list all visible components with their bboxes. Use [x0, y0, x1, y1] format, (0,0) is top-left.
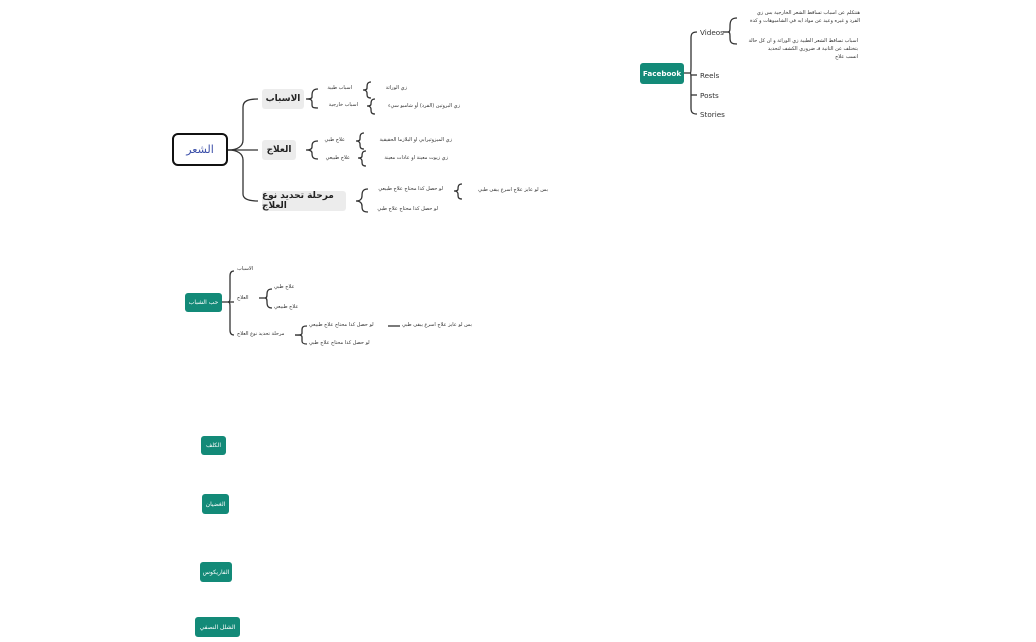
node-hemiplegia[interactable]: الشلل النصفي [195, 617, 240, 637]
label-if-medical: لو حصل كذا محتاج علاج طبي [377, 206, 438, 212]
label-acne-medical: علاج طبي [274, 284, 295, 290]
note-line: انسب علاج [835, 54, 858, 60]
node-treatment[interactable]: العلاج [262, 140, 296, 160]
note-line: اسباب تساقط الشعر الطبية زي الوراثة و ان… [748, 38, 858, 44]
note-external-causes: هنتكلم عن اسباب تساقط الشعر الخارجية بس … [740, 9, 860, 25]
root-node-acne[interactable]: حب الشباب [185, 293, 222, 312]
label-medical-treatment: علاج طبي [324, 137, 345, 143]
root-node-facebook[interactable]: Facebook [640, 63, 684, 84]
node-melasma[interactable]: الكلف [201, 436, 226, 455]
node-label: الاسباب [265, 94, 301, 104]
node-treatment-type[interactable]: مرحلة تحديد نوع العلاج [262, 191, 346, 211]
node-label: الغضيان [205, 500, 226, 508]
node-label: الكلف [205, 442, 221, 449]
branch-posts[interactable]: Posts [700, 91, 719, 100]
label-acne-if-natural: لو حصل كذا محتاج علاج طبيعي [309, 322, 374, 328]
node-varicose[interactable]: الفاريكوس [200, 562, 232, 582]
label-acne-treatment: العلاج [237, 295, 249, 301]
label-acne-treatment-type: مرحلة تحديد نوع العلاج [237, 331, 285, 337]
node-causes[interactable]: الاسباب [262, 89, 304, 109]
note-medical-causes: اسباب تساقط الشعر الطبية زي الوراثة و ان… [740, 37, 858, 61]
label-medical-causes: اسباب طبية [327, 85, 352, 91]
label-acne-if-medical: لو حصل كذا محتاج علاج طبي [309, 340, 370, 346]
root-label: Facebook [642, 69, 682, 78]
node-node2[interactable]: الغضيان [202, 494, 229, 514]
note-line: هنتكلم عن اسباب تساقط الشعر الخارجية بس … [756, 10, 860, 16]
node-label: العلاج [266, 145, 292, 155]
label-natural-treatment: علاج طبيعي [325, 155, 350, 161]
root-node-hair[interactable]: الشعر [172, 133, 228, 166]
label-acne-natural: علاج طبيعي [274, 304, 299, 310]
label-faster-medical: بس لو عايز علاج اسرع يبقى طبي [478, 187, 548, 193]
node-label: الشلل النصفي [199, 623, 236, 631]
label-mesotherapy: زي الميزوثيرابي او البلازما الحقيقية [379, 137, 453, 143]
node-label: مرحلة تحديد نوع العلاج [262, 191, 334, 211]
label-heredity: زي الوراثة [385, 85, 407, 91]
root-label: الشعر [186, 143, 214, 156]
branch-stories[interactable]: Stories [700, 110, 725, 119]
node-label: الفاريكوس [202, 568, 230, 576]
label-external-causes: اسباب خارجية [328, 102, 358, 108]
branch-reels[interactable]: Reels [700, 71, 720, 80]
note-line: الفرد و غيره وعيد عن مواد ايه في الشامبو… [749, 18, 860, 24]
root-label: حب الشباب [188, 299, 219, 306]
label-acne-causes: الاسباب [237, 266, 254, 272]
label-acne-faster-medical: بس لو عايز علاج اسرع يبقى طبي [402, 322, 472, 328]
label-if-natural: لو حصل كذا محتاج علاج طبيعي [378, 186, 443, 192]
label-oils-habits: زي زيوت معينة او عادات معينة [384, 155, 448, 161]
label-protein-shampoo: زي البروتين (الفرد) أو شامبو سيء [388, 103, 460, 109]
branch-videos[interactable]: Videos [700, 28, 724, 37]
note-line: بتختلف عن التانية فـ ضروري الكشف لتحديد [767, 46, 858, 52]
